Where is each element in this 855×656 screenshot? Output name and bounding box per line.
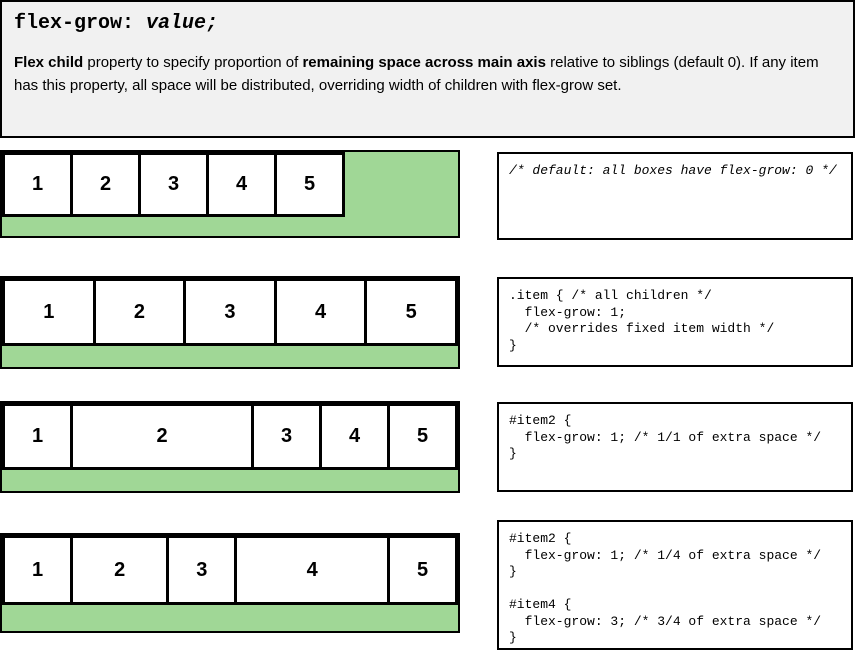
flex-item-3: 3 <box>183 278 277 346</box>
flex-demo-row-2: 1 2 3 4 5 <box>0 276 460 369</box>
flex-items-row-2: 1 2 3 4 5 <box>2 278 458 346</box>
flex-item-4: 4 <box>273 278 368 346</box>
flex-item-2: 2 <box>92 278 187 346</box>
flex-item-1: 1 <box>2 535 73 605</box>
flex-item-1: 1 <box>2 403 73 470</box>
flex-item-5: 5 <box>274 152 345 217</box>
flex-item-3: 3 <box>251 403 322 470</box>
flex-item-4: 4 <box>206 152 277 217</box>
code-text-2: .item { /* all children */ flex-grow: 1;… <box>509 288 775 353</box>
flex-items-row-1: 1 2 3 4 5 <box>2 152 458 217</box>
code-text-4: #item2 { flex-grow: 1; /* 1/4 of extra s… <box>509 531 822 645</box>
title-property: flex-grow: <box>14 12 147 35</box>
code-text-1: /* default: all boxes have flex-grow: 0 … <box>509 163 837 178</box>
code-snippet-3: #item2 { flex-grow: 1; /* 1/1 of extra s… <box>497 402 853 492</box>
code-snippet-2: .item { /* all children */ flex-grow: 1;… <box>497 277 853 367</box>
flex-item-5: 5 <box>364 278 458 346</box>
page-title: flex-grow: value; <box>14 12 841 35</box>
description: Flex child property to specify proportio… <box>14 54 819 94</box>
flex-demo-row-4: 1 2 3 4 5 <box>0 533 460 633</box>
flex-item-2: 2 <box>70 403 254 470</box>
code-snippet-1: /* default: all boxes have flex-grow: 0 … <box>497 152 853 240</box>
flex-demo-row-3: 1 2 3 4 5 <box>0 401 460 493</box>
flex-item-3: 3 <box>166 535 238 605</box>
flex-item-1: 1 <box>2 278 96 346</box>
code-snippet-4: #item2 { flex-grow: 1; /* 1/4 of extra s… <box>497 520 853 650</box>
flex-item-1: 1 <box>2 152 73 217</box>
flex-item-5: 5 <box>387 403 458 470</box>
title-value: value; <box>146 12 219 35</box>
flex-item-5: 5 <box>387 535 458 605</box>
code-text-3: #item2 { flex-grow: 1; /* 1/1 of extra s… <box>509 413 822 461</box>
flex-item-3: 3 <box>138 152 209 217</box>
flex-item-2: 2 <box>70 152 141 217</box>
header-panel: flex-grow: value; Flex child property to… <box>0 0 855 138</box>
flex-item-4: 4 <box>319 403 390 470</box>
flex-items-row-3: 1 2 3 4 5 <box>2 403 458 470</box>
flex-item-4: 4 <box>234 535 390 605</box>
flex-demo-row-1: 1 2 3 4 5 <box>0 150 460 238</box>
flex-items-row-4: 1 2 3 4 5 <box>2 535 458 605</box>
flex-item-2: 2 <box>70 535 170 605</box>
